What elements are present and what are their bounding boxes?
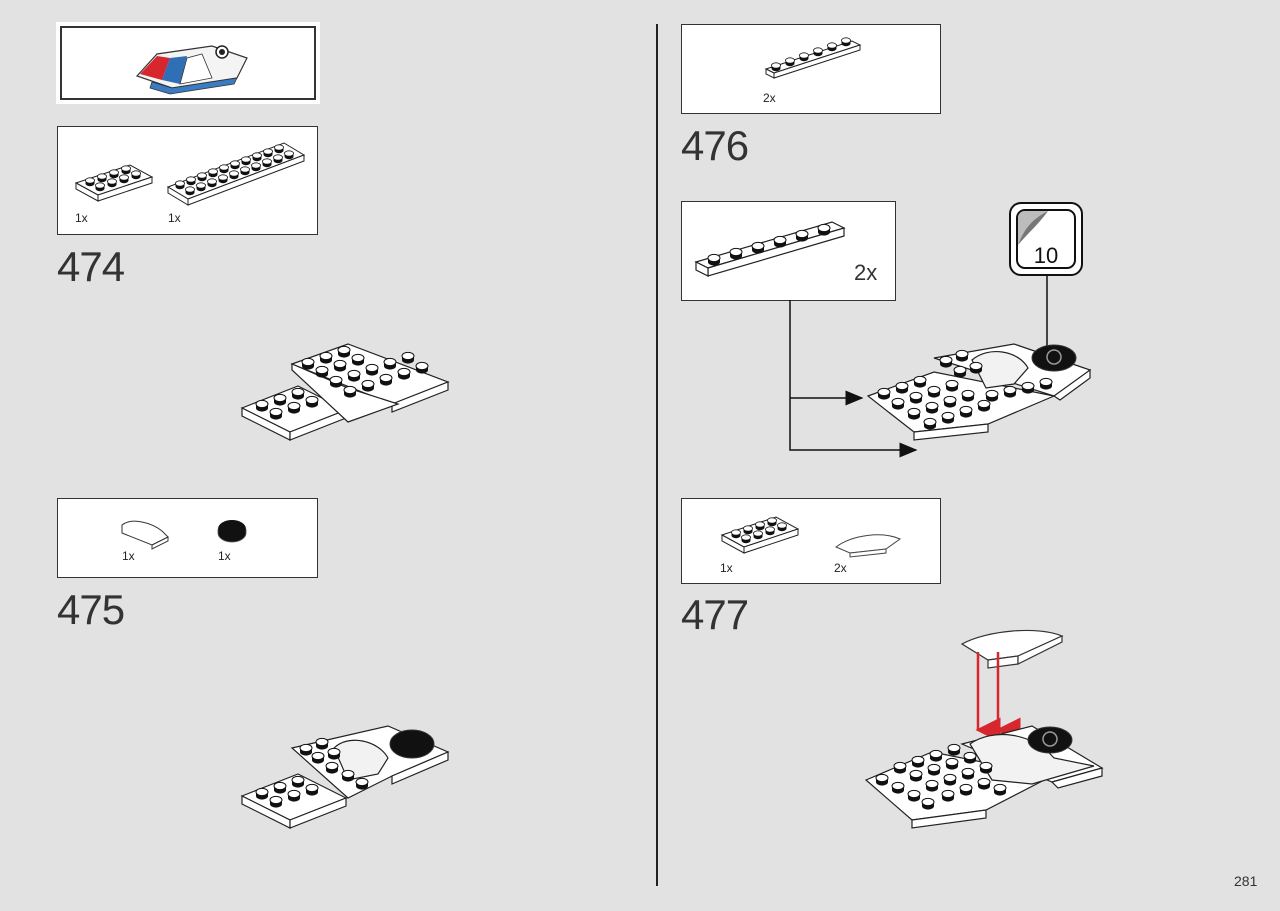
plate-2x4-icon [720, 516, 800, 554]
part-qty: 2x [763, 91, 776, 105]
sticker-sheet-callout: 10 [1009, 202, 1083, 276]
floating-curved-slope [960, 629, 1064, 669]
step-475-parts-box: 1x 1x [57, 498, 318, 578]
step-number-474: 474 [57, 243, 125, 290]
step-number-475: 475 [57, 586, 125, 633]
part-qty: 2x [834, 561, 847, 575]
page-divider [656, 24, 658, 886]
sticker-icon: 10 [1016, 209, 1076, 269]
top-right-parts-box: 2x [681, 24, 941, 114]
plate-2x4-icon [74, 164, 154, 202]
step-477-parts-box: 1x 2x [681, 498, 941, 584]
step-number-477: 477 [681, 591, 749, 638]
page-number: 281 [1234, 873, 1258, 889]
step-474-assembly [240, 343, 450, 441]
sticker-number: 10 [1033, 243, 1059, 268]
round-tile-black-icon [217, 520, 247, 543]
part-qty: 1x [720, 561, 733, 575]
car-preview-icon [135, 45, 248, 95]
part-qty: 1x [218, 549, 231, 563]
step-476-subassembly-box: 2x [681, 201, 896, 301]
part-qty: 1x [75, 211, 88, 225]
part-qty: 1x [122, 549, 135, 563]
step-number-476: 476 [681, 122, 749, 169]
model-preview-box [56, 22, 320, 104]
plate-1x6-icon [694, 221, 846, 277]
plate-1x6-icon [764, 37, 862, 79]
placement-arrows [789, 300, 918, 458]
step-474-parts-box: 1x 1x [57, 126, 318, 235]
plate-2x10-icon [166, 142, 306, 206]
part-qty: 1x [168, 211, 181, 225]
red-placement-arrows [975, 652, 1021, 743]
subassembly-qty: 2x [854, 260, 878, 285]
curved-slope-1x4-icon [835, 534, 902, 558]
curved-slope-tile-icon [121, 520, 169, 550]
step-475-assembly [240, 725, 450, 829]
step-476-assembly [866, 343, 1092, 441]
sticker-leader-line [1046, 276, 1048, 348]
step-477-assembly [864, 725, 1104, 829]
